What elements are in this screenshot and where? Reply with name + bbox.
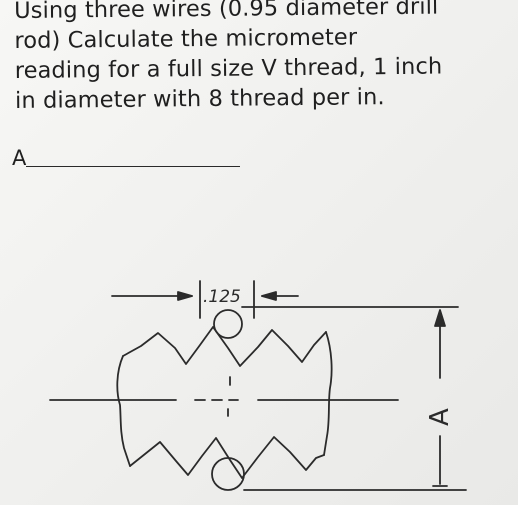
bottom-wire-circle <box>211 457 245 491</box>
thread-body-right-outline <box>323 331 333 456</box>
dimension-a-arrow-top <box>434 309 446 327</box>
answer-line: A <box>12 146 241 170</box>
thread-body-left-outline <box>116 355 131 467</box>
pitch-arrow-left <box>177 291 193 301</box>
pitch-arrow-right <box>261 291 277 301</box>
answer-blank <box>26 165 241 167</box>
upper-thread-profile <box>122 326 327 367</box>
dimension-a-label: A <box>425 408 455 426</box>
pitch-label: .125 <box>203 287 241 307</box>
lower-thread-profile <box>129 436 325 479</box>
answer-label: A <box>12 146 27 170</box>
top-wire-circle <box>213 309 243 339</box>
